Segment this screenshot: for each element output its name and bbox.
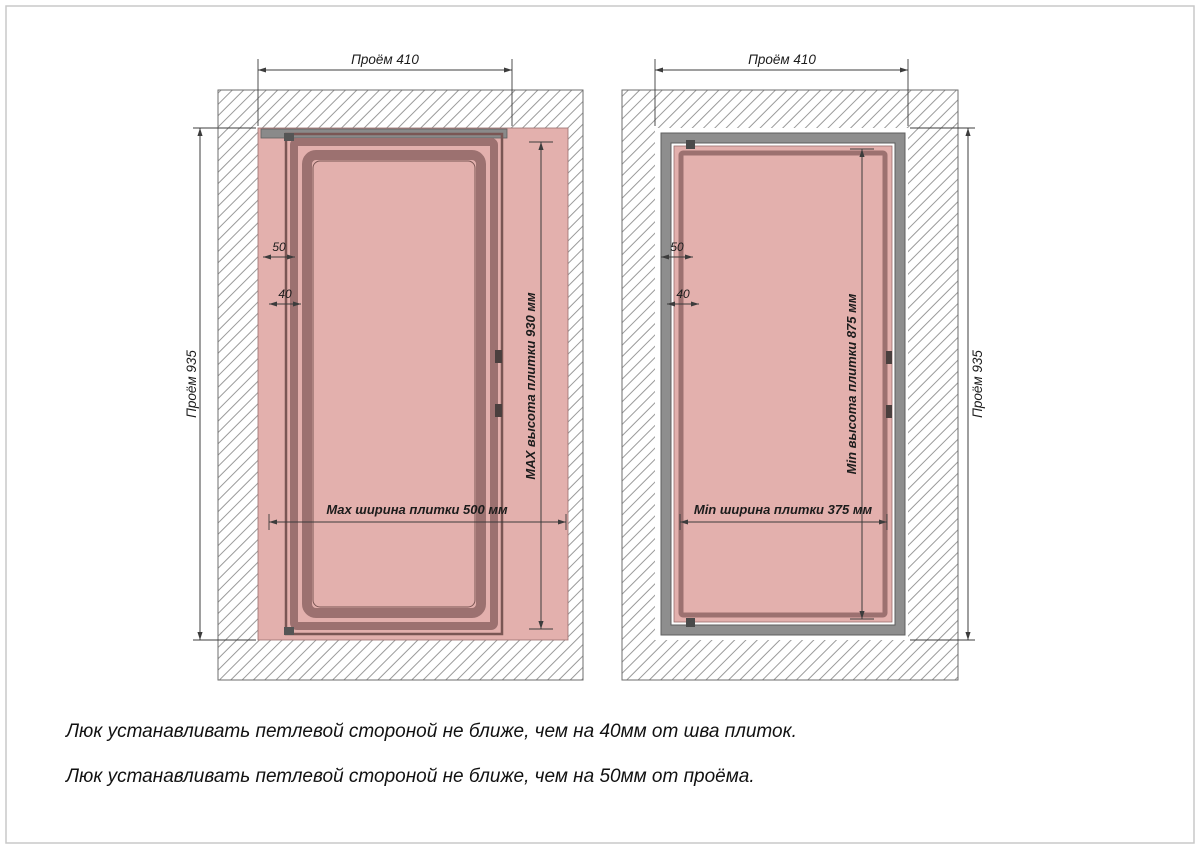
right-tile-field — [673, 145, 893, 623]
left-door-leaf-outline — [312, 160, 476, 608]
right-dim-hinge-offset-label: 50 — [670, 240, 684, 254]
note-seam-offset: Люк устанавливать петлевой стороной не б… — [64, 721, 797, 742]
right-dim-tile-height-label: Min высота плитки 875 мм — [844, 293, 859, 474]
right-diagram: Проём 410 Проём 935 50 40 Min высота пли… — [621, 52, 985, 681]
right-door-leaf-band — [678, 150, 888, 618]
right-hinge-bottom-icon — [686, 618, 695, 627]
right-latch-bottom-icon — [886, 405, 892, 418]
note-opening-offset: Люк устанавливать петлевой стороной не б… — [64, 766, 755, 787]
left-frame-outer — [284, 132, 504, 636]
left-hinge-top-icon — [284, 133, 294, 141]
right-frame-outline — [660, 132, 906, 636]
left-dim-tile-height-label: MAX высота плитки 930 мм — [523, 292, 538, 480]
page-border — [5, 5, 1195, 844]
right-dim-tile-width-label: Min ширина плитки 375 мм — [694, 502, 873, 517]
left-dim-hinge-offset-label: 50 — [272, 240, 286, 254]
right-dim-opening-height-label: Проём 935 — [970, 350, 985, 418]
left-dim-tile-width-label: Max ширина плитки 500 мм — [326, 502, 508, 517]
right-dim-opening-width-label: Проём 410 — [748, 52, 816, 67]
right-hinge-top-icon — [686, 140, 695, 149]
left-diagram: Проём 410 Проём 935 50 40 MAX высота пли… — [184, 52, 584, 681]
left-latch-top-icon — [495, 350, 502, 363]
left-dim-seam-offset-label: 40 — [278, 287, 292, 301]
left-hinge-bottom-icon — [284, 627, 294, 635]
left-dim-opening-height-label: Проём 935 — [184, 350, 199, 418]
installation-notes: Люк устанавливать петлевой стороной не б… — [64, 721, 797, 787]
right-dim-seam-offset-label: 40 — [676, 287, 690, 301]
left-door-leaf-band — [302, 150, 486, 618]
right-latch-top-icon — [886, 351, 892, 364]
right-frame-band — [661, 133, 905, 635]
left-latch-bottom-icon — [495, 404, 502, 417]
right-frame-inner-outline — [670, 142, 896, 626]
left-dim-opening-width-label: Проём 410 — [351, 52, 419, 67]
left-frame-band — [290, 138, 498, 630]
